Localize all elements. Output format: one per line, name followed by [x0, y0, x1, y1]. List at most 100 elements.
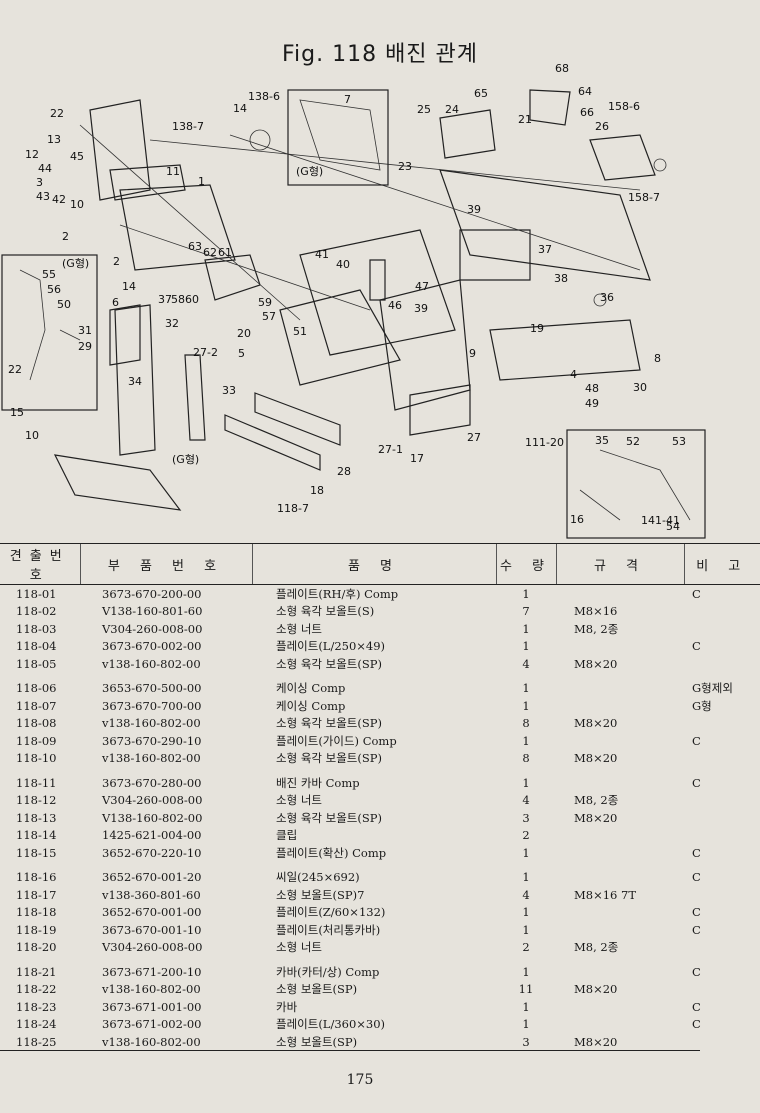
row-note: C	[692, 733, 701, 748]
row-part-name: 소형 너트	[276, 793, 322, 808]
callout-11: 66	[580, 106, 594, 119]
row-quantity: 1	[522, 733, 530, 748]
callout-36: (G형)	[62, 257, 89, 270]
callout-4: 158-6	[608, 100, 640, 113]
callout-77: (G형)	[172, 453, 199, 466]
row-part-name: 소형 보올트(SP)	[276, 1034, 358, 1049]
row-index-no: 118-20	[16, 940, 57, 955]
row-quantity: 1	[522, 999, 530, 1014]
row-spec: M8×20	[574, 656, 618, 671]
row-index-no: 118-09	[16, 733, 57, 748]
row-part-no: 3673-670-002-00	[102, 639, 202, 654]
callout-35: 55	[42, 268, 56, 281]
callout-59: 8	[654, 352, 661, 365]
row-part-name: 플레이트(RH/후) Comp	[276, 586, 399, 601]
row-part-name: 플레이트(확산) Comp	[276, 845, 387, 860]
callout-61: 27-2	[193, 346, 218, 359]
row-part-name: 소형 육각 보올트(SP)	[276, 656, 382, 671]
row-part-name: 소형 너트	[276, 621, 322, 636]
callout-83: 118-7	[277, 502, 309, 515]
row-note: C	[692, 999, 701, 1014]
row-spec	[556, 844, 684, 862]
callout-79: 18	[310, 484, 324, 497]
row-spec: M8×20	[574, 751, 618, 766]
row-part-no: V304-260-008-00	[102, 793, 203, 808]
callout-58: 9	[469, 347, 476, 360]
row-index-no: 118-11	[16, 775, 57, 790]
row-index-no: 118-19	[16, 922, 57, 937]
row-part-no: 3673-670-280-00	[102, 775, 202, 790]
row-part-no: v138-160-802-00	[102, 751, 201, 766]
row-spec	[556, 732, 684, 750]
row-quantity: 2	[522, 828, 530, 843]
callout-20: 3	[36, 176, 43, 189]
row-spec	[556, 638, 684, 656]
row-spec: M8, 2종	[574, 793, 619, 808]
row-part-name: 소형 보올트(SP)	[276, 982, 358, 997]
row-part-no: V138-160-801-60	[102, 604, 203, 619]
row-part-name: 클립	[276, 828, 298, 843]
row-part-no: V304-260-008-00	[102, 940, 203, 955]
row-part-name: 카바	[276, 999, 298, 1014]
row-part-name: 카바(카터/상) Comp	[276, 964, 380, 979]
row-part-name: 플레이트(Z/60×132)	[276, 905, 386, 920]
callout-41: 47	[415, 280, 429, 293]
row-spec	[556, 673, 684, 698]
callout-64: 48	[585, 382, 599, 395]
callout-1: 68	[555, 62, 569, 75]
row-index-no: 118-21	[16, 964, 57, 979]
row-part-no: 3673-670-290-10	[102, 733, 202, 748]
callout-49: 39	[414, 302, 428, 315]
row-quantity: 3	[522, 1034, 530, 1049]
callout-0: 138-6	[248, 90, 280, 103]
row-part-no: V304-260-008-00	[102, 621, 203, 636]
callout-16: 12	[25, 148, 39, 161]
row-spec	[556, 697, 684, 715]
row-part-no: V138-160-802-00	[102, 810, 203, 825]
row-index-no: 118-08	[16, 716, 57, 731]
row-spec	[556, 585, 684, 603]
row-part-no: v138-160-802-00	[102, 716, 201, 731]
callout-2: 64	[578, 85, 592, 98]
callout-68: 33	[222, 384, 236, 397]
row-note: C	[692, 639, 701, 654]
callout-46: 60	[185, 293, 199, 306]
row-quantity: 3	[522, 810, 530, 825]
row-quantity: 1	[522, 775, 530, 790]
callout-22: 42	[52, 193, 66, 206]
row-part-no: v138-360-801-60	[102, 887, 201, 902]
row-part-no: 1425-621-004-00	[102, 828, 202, 843]
header-spec: 규 격	[555, 543, 684, 585]
row-spec: M8, 2종	[574, 621, 619, 636]
callout-3: 65	[474, 87, 488, 100]
row-spec: M8×16	[574, 604, 618, 619]
callout-10: 21	[518, 113, 532, 126]
callout-51: 31	[78, 324, 92, 337]
row-part-no: 3673-671-002-00	[102, 1017, 202, 1032]
callout-5: 22	[50, 107, 64, 120]
callout-34: 37	[538, 243, 552, 256]
row-index-no: 118-01	[16, 586, 57, 601]
row-part-name: 플레이트(L/360×30)	[276, 1017, 386, 1032]
row-spec: M8×16 7T	[574, 887, 637, 902]
row-note	[684, 655, 760, 673]
row-spec	[556, 921, 684, 939]
row-quantity: 8	[522, 751, 530, 766]
row-part-no: 3652-670-220-10	[102, 845, 202, 860]
row-quantity: 7	[522, 604, 530, 619]
row-spec: M8×20	[574, 1034, 618, 1049]
header-note: 비 고	[683, 543, 760, 585]
row-index-no: 118-10	[16, 751, 57, 766]
callout-47: 59	[258, 296, 272, 309]
row-index-no: 118-12	[16, 793, 57, 808]
